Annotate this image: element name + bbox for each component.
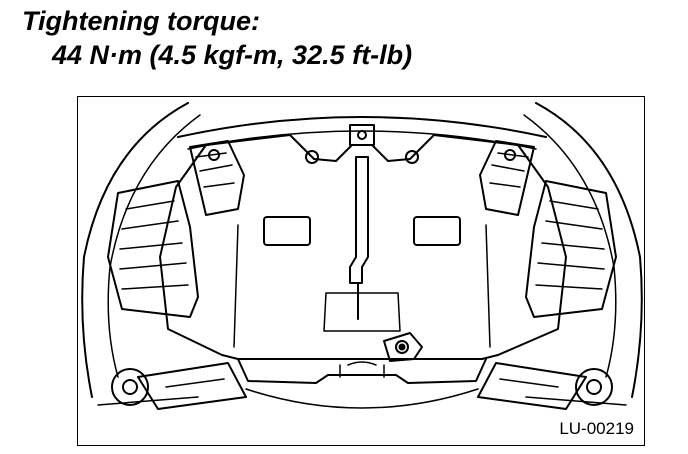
front-crossmember — [177, 116, 547, 138]
torque-heading: Tightening torque: 44 N·m (4.5 kgf-m, 32… — [22, 4, 412, 72]
lower-lip — [237, 358, 487, 384]
top-clip — [349, 124, 375, 146]
left-vent — [263, 216, 311, 246]
figure-code: LU-00219 — [557, 419, 636, 439]
undercover-panel — [159, 134, 567, 360]
left-fender-arch — [81, 102, 189, 398]
undercover-illustration: LU-00219 — [77, 96, 645, 446]
left-suspension-arm — [137, 362, 247, 410]
left-hub — [111, 368, 149, 406]
undercover-drawing — [81, 102, 643, 410]
right-vent — [413, 216, 461, 246]
left-bracket — [107, 180, 199, 318]
right-hub — [575, 368, 613, 406]
right-suspension-arm — [477, 362, 587, 410]
center-rib — [349, 156, 369, 284]
torque-title: Tightening torque: — [22, 6, 260, 36]
torque-value: 44 N·m (4.5 kgf-m, 32.5 ft-lb) — [52, 40, 413, 70]
right-bracket — [525, 180, 617, 318]
torque-bolt — [383, 332, 423, 362]
right-fender-arch — [535, 102, 643, 398]
